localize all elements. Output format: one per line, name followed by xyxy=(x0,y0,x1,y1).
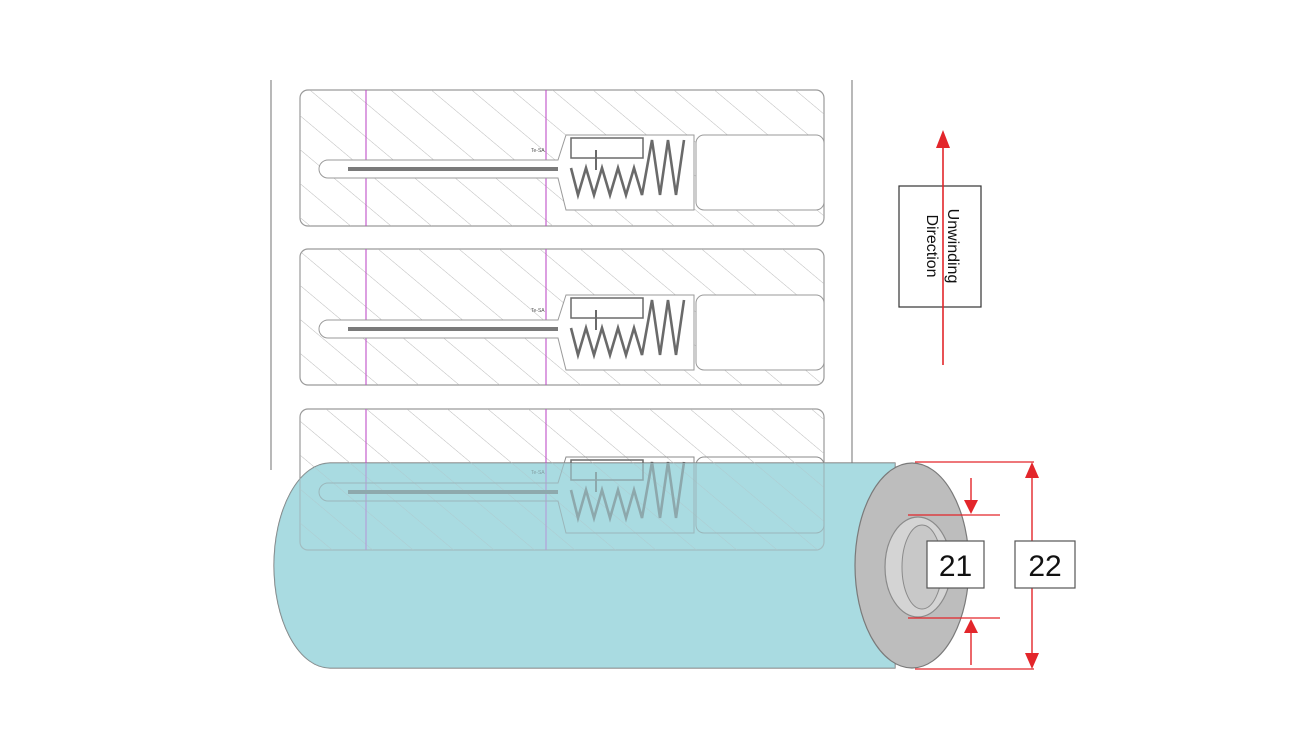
arrow-head xyxy=(964,619,978,633)
dimension-annotations xyxy=(908,461,1039,670)
callout-inner-core: 21 xyxy=(926,540,985,589)
direction-arrow-head xyxy=(936,130,950,148)
tag-marking: Te-SA xyxy=(531,308,545,314)
rfid-label: Te-SA xyxy=(299,89,825,227)
direction-label-box xyxy=(898,185,982,308)
roll-overlay xyxy=(274,463,896,668)
roll-end-face xyxy=(854,462,970,669)
direction-label-line2: Direction xyxy=(923,214,940,277)
direction-label-line1: Unwinding xyxy=(944,209,961,284)
antenna-inlay: Te-SA xyxy=(318,134,695,211)
unwinding-direction-indicator: Unwinding Direction xyxy=(898,130,982,365)
label-stub xyxy=(695,134,825,211)
antenna-inlay: Te-SA xyxy=(318,294,695,371)
label-stub xyxy=(695,294,825,371)
outer-roll-number: 22 xyxy=(1028,550,1061,583)
arrow-head xyxy=(1025,653,1039,669)
arrow-head xyxy=(964,500,978,514)
callout-outer-roll: 22 xyxy=(1014,540,1076,589)
arrow-head xyxy=(1025,462,1039,478)
inner-core-number: 21 xyxy=(939,550,972,583)
rfid-label: Te-SA xyxy=(299,248,825,386)
tag-marking: Te-SA xyxy=(531,148,545,154)
